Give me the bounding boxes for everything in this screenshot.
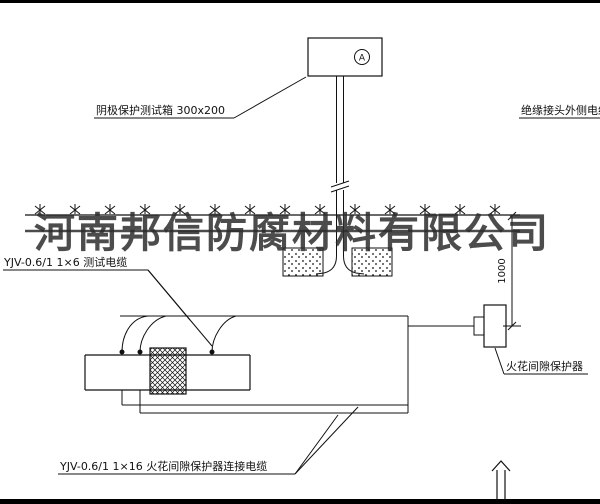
outer-cable-label: 绝缘接头外侧电缆 xyxy=(521,103,600,117)
test-box-label: 阴极保护测试箱 300x200 xyxy=(96,103,225,117)
watermark-text: 河南邦信防腐材料有限公司 xyxy=(34,209,550,257)
label-connect-cable: YJV-0.6/1 1×16 火花间隙保护器连接电缆 xyxy=(58,406,359,475)
meter-circle xyxy=(354,49,370,65)
spark-gap-label: 火花间隙保护器 xyxy=(506,359,583,373)
leader-line xyxy=(494,347,505,375)
label-test-cable: YJV-0.6/1 1×6 测试电缆 xyxy=(3,256,213,347)
conduit-break-tick xyxy=(330,185,350,193)
buried-blocks xyxy=(282,247,393,277)
pipe-riser-symbol xyxy=(491,460,511,500)
buried-block-right xyxy=(351,247,393,277)
meter-letter: A xyxy=(359,54,366,64)
test-cable-curve xyxy=(211,315,237,353)
label-test-box: 阴极保护测试箱 300x200 xyxy=(94,76,307,119)
dimension-tick xyxy=(507,211,517,221)
connect-cable-label: YJV-0.6/1 1×16 火花间隙保护器连接电缆 xyxy=(59,459,267,473)
buried-block-left xyxy=(282,247,324,277)
label-spark-gap: 火花间隙保护器 xyxy=(494,347,588,375)
test-cable-curve xyxy=(139,315,167,353)
frame-top-border xyxy=(0,0,600,3)
leader-line xyxy=(147,269,213,347)
label-outer-cable: 绝缘接头外侧电缆 xyxy=(519,103,600,119)
cable-runs xyxy=(120,315,474,414)
watermark: 河南邦信防腐材料有限公司 xyxy=(25,209,550,257)
leader-line xyxy=(294,406,359,475)
leader-line xyxy=(294,414,339,475)
test-box: A xyxy=(307,37,383,77)
frame-bottom-border xyxy=(0,499,600,504)
leader-line xyxy=(233,76,307,119)
dimension-1000: 1000 xyxy=(497,211,521,331)
spark-gap-protector xyxy=(473,304,507,348)
dimension-value: 1000 xyxy=(497,258,508,283)
conduit-break-tick xyxy=(330,180,350,188)
test-cable-label: YJV-0.6/1 1×6 测试电缆 xyxy=(3,256,127,269)
test-cable-curve xyxy=(121,315,149,353)
insulating-joint xyxy=(149,347,187,395)
ground-line xyxy=(25,203,520,216)
pipeline xyxy=(84,347,251,395)
